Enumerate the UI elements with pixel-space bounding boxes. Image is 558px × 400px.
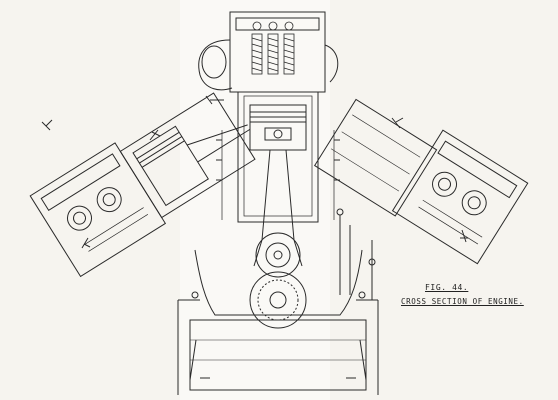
right-cylinder-bank — [313, 98, 529, 265]
right-spark-plugs — [391, 117, 468, 243]
figure-label: FIG. 44. — [425, 283, 469, 292]
figure-caption: CROSS SECTION OF ENGINE. — [401, 297, 524, 306]
center-cylinder — [198, 11, 340, 241]
crankcase — [177, 249, 379, 395]
crankshaft — [249, 232, 307, 329]
left-cylinder-bank — [29, 92, 256, 278]
left-spark-plugs — [41, 119, 161, 249]
right-studs — [336, 208, 376, 300]
paper-shading — [180, 0, 330, 400]
